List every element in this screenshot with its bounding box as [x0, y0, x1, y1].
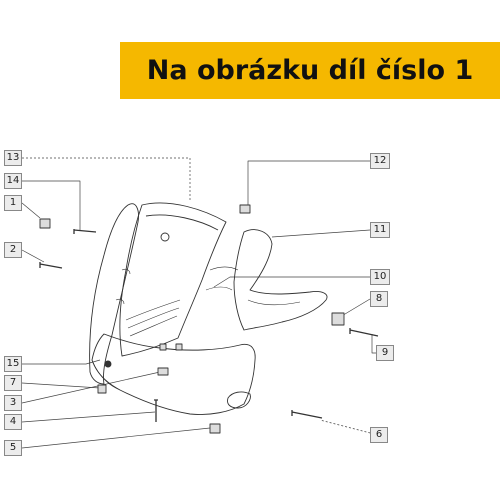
- callout-5: 5: [4, 440, 22, 456]
- left-panel: [89, 203, 139, 385]
- callout-1: 1: [4, 195, 22, 211]
- callout-14: 14: [4, 173, 22, 189]
- callout-10: 10: [370, 269, 390, 285]
- hardware: [39, 204, 379, 434]
- callout-13: 13: [4, 150, 22, 166]
- right-fairing: [205, 229, 328, 331]
- callout-15: 15: [4, 356, 22, 372]
- leader-lines: [21, 157, 384, 449]
- callout-12: 12: [370, 153, 390, 169]
- callout-2: 2: [4, 242, 22, 258]
- callout-11: 11: [370, 222, 390, 238]
- windscreen: [119, 202, 227, 357]
- callout-8: 8: [370, 291, 388, 307]
- callout-3: 3: [4, 395, 22, 411]
- banner-title: Na obrázku díl číslo 1: [146, 55, 474, 86]
- front-shield: [91, 333, 256, 415]
- callout-6: 6: [370, 427, 388, 443]
- callout-7: 7: [4, 375, 22, 391]
- title-banner: Na obrázku díl číslo 1: [120, 42, 500, 99]
- callout-4: 4: [4, 414, 22, 430]
- callout-9: 9: [376, 345, 394, 361]
